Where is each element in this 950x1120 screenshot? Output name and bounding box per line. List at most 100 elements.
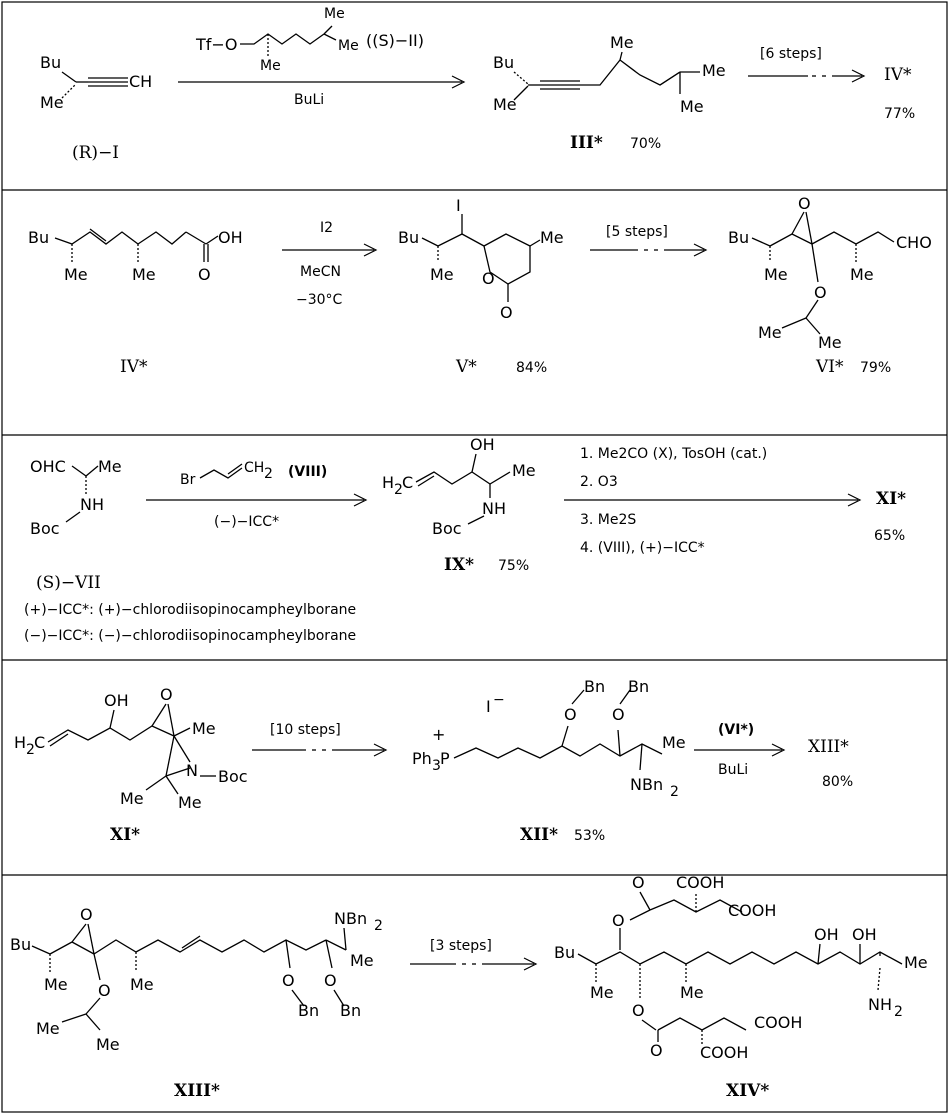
compound-III: Bu Me Me Me Me <box>493 33 726 116</box>
svg-text:Me: Me <box>662 733 686 752</box>
yield: 80% <box>822 774 853 790</box>
svg-text:O: O <box>482 269 495 288</box>
compound-label: XI* <box>876 489 906 509</box>
svg-text:Me: Me <box>680 97 704 116</box>
svg-text:O: O <box>814 283 827 302</box>
row-2: Bu Me Me O OH IV* I2 MeCN −30°C Bu Me <box>28 194 932 377</box>
reagent-below-arrow: (−)−ICC* <box>214 514 279 530</box>
svg-text:Me: Me <box>904 953 928 972</box>
compound-label: XIV* <box>726 1081 769 1101</box>
svg-text:CH: CH <box>129 72 152 91</box>
svg-text:Me: Me <box>324 6 345 22</box>
svg-text:Me: Me <box>96 1035 120 1054</box>
compound-R-I: Bu Me CH (R)−I <box>40 53 152 163</box>
svg-text:Me: Me <box>260 58 281 74</box>
row-1: Bu Me CH (R)−I Tf−O Me Me Me ((S)−II) Bu… <box>40 6 915 163</box>
svg-text:Me: Me <box>850 265 874 284</box>
footnote-plus-icc: (+)−ICC*: (+)−chlorodiisopinocampheylbor… <box>24 602 356 618</box>
svg-text:Bu: Bu <box>10 935 31 954</box>
svg-text:Boc: Boc <box>218 767 248 786</box>
svg-text:O: O <box>282 971 295 990</box>
footnote-minus-icc: (−)−ICC*: (−)−chlorodiisopinocampheylbor… <box>24 628 356 644</box>
svg-text:N: N <box>186 761 198 780</box>
svg-text:OH: OH <box>470 435 495 454</box>
svg-text:2: 2 <box>26 742 35 758</box>
svg-text:2: 2 <box>894 1004 903 1020</box>
yield: 65% <box>874 528 905 544</box>
svg-text:Me: Me <box>338 38 359 54</box>
svg-text:Me: Me <box>64 265 88 284</box>
svg-text:Bu: Bu <box>28 228 49 247</box>
svg-text:O: O <box>798 194 811 213</box>
svg-text:COOH: COOH <box>676 873 724 892</box>
svg-text:Me: Me <box>512 461 536 480</box>
yield: 70% <box>630 136 661 152</box>
svg-text:Me: Me <box>540 228 564 247</box>
compound-XIII: Bu Me O O Me Me Me O Bn O <box>10 905 383 1054</box>
svg-text:Bu: Bu <box>728 228 749 247</box>
condition-2: 2. O3 <box>580 474 618 490</box>
yield: 79% <box>860 360 891 376</box>
svg-text:Me: Me <box>44 975 68 994</box>
svg-text:OH: OH <box>852 925 877 944</box>
svg-text:3: 3 <box>432 758 441 774</box>
reagent-tag: (VIII) <box>288 464 327 480</box>
compound-label: (S)−VII <box>36 573 101 593</box>
compound-label: VI* <box>815 357 844 377</box>
compound-IV: Bu Me Me O OH IV* <box>28 228 243 377</box>
svg-text:COOH: COOH <box>728 901 776 920</box>
compound-IX: H 2 C OH Me NH Boc <box>382 435 536 538</box>
step-count: [5 steps] <box>606 224 668 240</box>
svg-text:Me: Me <box>130 975 154 994</box>
svg-text:Bn: Bn <box>298 1001 319 1020</box>
svg-text:Me: Me <box>610 33 634 52</box>
reagent-label: Tf−O <box>195 35 237 54</box>
step-count: [3 steps] <box>430 938 492 954</box>
compound-XI: H 2 C OH O Me N Boc Me Me <box>14 685 248 812</box>
svg-text:Bu: Bu <box>554 943 575 962</box>
compound-label: XIII* <box>808 737 849 757</box>
compound-label: XIII* <box>174 1081 220 1101</box>
svg-text:Me: Me <box>350 951 374 970</box>
compound-label: IV* <box>120 357 148 377</box>
yield: 75% <box>498 558 529 574</box>
compound-S-VII: OHC Me NH Boc (S)−VII <box>30 457 122 593</box>
svg-text:NH: NH <box>80 495 104 514</box>
svg-text:CH: CH <box>244 460 264 476</box>
svg-text:CHO: CHO <box>896 233 932 252</box>
svg-text:Me: Me <box>818 333 842 352</box>
row-5: Bu Me O O Me Me Me O Bn O <box>10 873 928 1101</box>
svg-text:O: O <box>612 911 625 930</box>
svg-text:H: H <box>382 473 394 492</box>
svg-text:2: 2 <box>670 784 679 800</box>
svg-text:Me: Me <box>680 983 704 1002</box>
svg-text:Bn: Bn <box>628 677 649 696</box>
svg-text:Me: Me <box>493 95 517 114</box>
compound-label: IX* <box>444 555 474 575</box>
reagent-above-arrow: I2 <box>320 220 333 236</box>
svg-text:Me: Me <box>590 983 614 1002</box>
compound-label: III* <box>570 133 603 153</box>
svg-text:Bn: Bn <box>340 1001 361 1020</box>
svg-text:Me: Me <box>40 93 64 112</box>
svg-text:C: C <box>34 733 45 752</box>
compound-XIV: O COOH COOH O Bu Me O O COOH COOH Me <box>554 873 928 1062</box>
svg-text:Bn: Bn <box>584 677 605 696</box>
svg-text:H: H <box>14 733 26 752</box>
svg-text:Me: Me <box>764 265 788 284</box>
compound-label: XI* <box>110 825 140 845</box>
svg-text:Bu: Bu <box>493 53 514 72</box>
compound-label: (R)−I <box>72 143 119 163</box>
svg-text:Me: Me <box>758 323 782 342</box>
svg-text:NBn: NBn <box>630 775 663 794</box>
svg-text:2: 2 <box>394 482 403 498</box>
reagent-II: Tf−O Me Me Me ((S)−II) <box>195 6 424 74</box>
svg-text:+: + <box>432 725 445 744</box>
reagent-below-arrow: BuLi <box>294 92 324 108</box>
svg-text:I: I <box>456 196 461 215</box>
svg-text:O: O <box>632 873 645 892</box>
svg-text:−: − <box>493 692 505 708</box>
compound-XII: I − + Ph 3 P O Bn O Bn Me NBn 2 <box>412 677 686 800</box>
